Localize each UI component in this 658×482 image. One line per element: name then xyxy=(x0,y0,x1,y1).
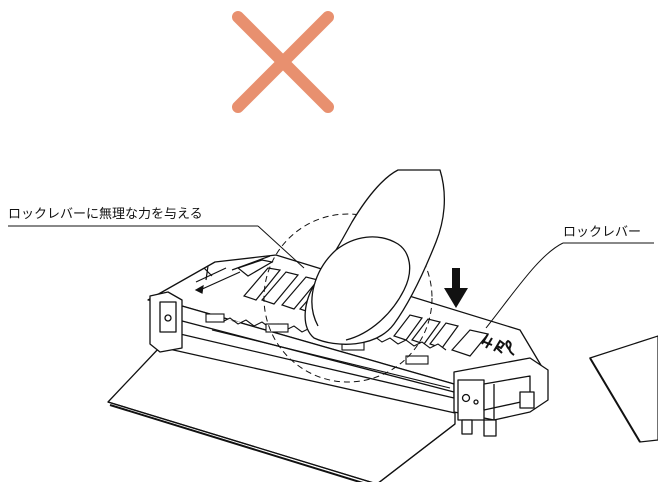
finger xyxy=(304,169,445,345)
highlight-circle xyxy=(263,213,433,383)
cable-edge-right xyxy=(589,335,658,443)
leader-lines xyxy=(8,225,654,329)
connector-housing xyxy=(147,254,549,437)
fpc-cable xyxy=(107,346,456,482)
callout-right-label: ロックレバー xyxy=(563,225,642,240)
callout-left-label: ロックレバーに無理な力を与える xyxy=(8,207,203,222)
down-arrow-icon xyxy=(444,268,468,308)
x-mark-icon xyxy=(232,11,334,113)
polarity-mark xyxy=(194,265,213,294)
hrs-logo xyxy=(481,333,515,356)
